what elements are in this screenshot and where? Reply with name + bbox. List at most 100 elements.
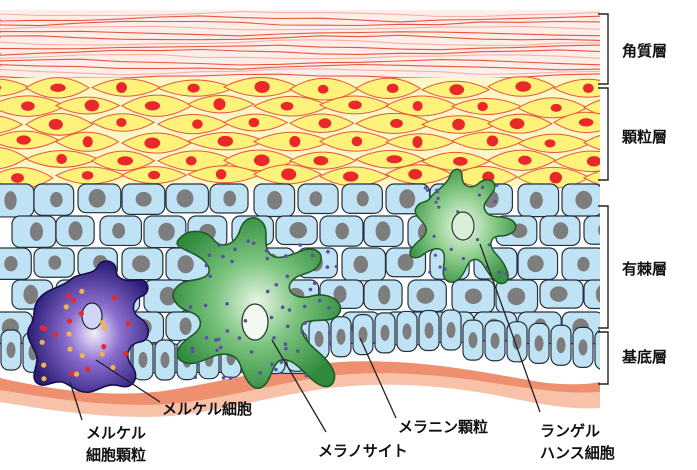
granular-nucleus <box>313 156 328 165</box>
spinous-nucleus <box>89 189 106 208</box>
label-merkel-granules-1: メルケル <box>86 424 146 442</box>
spinous-nucleus <box>309 191 322 206</box>
merkel-granule <box>126 321 131 326</box>
spinous-cell <box>606 184 645 216</box>
basal-nucleus <box>469 332 478 348</box>
spinous-nucleus <box>465 289 482 305</box>
granular-nucleus <box>551 104 562 112</box>
melanin-granule <box>196 362 200 366</box>
spinous-nucleus <box>376 221 391 241</box>
granular-nucleus <box>453 157 468 166</box>
melanin-granule <box>230 260 234 264</box>
spinous-nucleus <box>4 191 16 210</box>
merkel-granule <box>41 363 46 368</box>
stratum-granulosum <box>0 77 659 189</box>
melanin-granule <box>215 349 219 353</box>
spinous-nucleus <box>290 222 308 238</box>
granular-nucleus <box>21 101 35 111</box>
spinous-nucleus <box>575 191 592 209</box>
langerhans-granule <box>434 254 437 257</box>
melanin-granule <box>328 331 332 335</box>
granular-nucleus <box>318 85 329 94</box>
melanin-granule <box>250 350 254 354</box>
granular-nucleus <box>56 154 67 164</box>
langerhans-granule <box>434 201 437 204</box>
merkel-granule <box>123 351 128 356</box>
merkel-granule <box>69 371 74 376</box>
basal-nucleus <box>139 352 148 368</box>
melanin-granule <box>225 302 229 306</box>
langerhans-granule <box>481 186 484 189</box>
granular-nucleus <box>587 156 601 166</box>
spinous-nucleus <box>577 257 589 272</box>
granular-nucleus <box>117 156 133 165</box>
label-stratum-corneum: 角質層 <box>622 42 667 60</box>
melanin-granule <box>266 257 270 261</box>
langerhans-granule <box>428 271 431 274</box>
spinous-nucleus <box>48 256 61 270</box>
granular-nucleus <box>386 155 402 163</box>
melanin-granule <box>191 346 195 350</box>
granular-nucleus <box>50 84 65 92</box>
langerhans-granule <box>478 194 481 197</box>
merkel-granule <box>66 293 71 298</box>
melanin-granule <box>327 306 331 310</box>
spinous-nucleus <box>69 221 83 240</box>
melanin-granule <box>272 336 276 340</box>
granular-nucleus <box>408 169 422 180</box>
merkel-granule <box>67 318 72 323</box>
langerhans-granule <box>505 272 508 275</box>
spinous-nucleus <box>335 223 349 240</box>
granular-nucleus <box>254 81 269 93</box>
basal-nucleus <box>403 323 412 339</box>
merkel-granule <box>40 325 45 330</box>
melanin-granule <box>309 288 313 292</box>
spinous-nucleus <box>553 222 568 239</box>
spinous-cell <box>584 280 627 309</box>
melanin-granule <box>205 264 209 268</box>
granular-nucleus <box>116 118 126 127</box>
melanin-granule <box>326 265 330 269</box>
melanin-granule <box>258 371 262 375</box>
granular-nucleus <box>611 173 622 184</box>
langerhans-granule <box>495 184 498 187</box>
melanin-granule <box>326 250 330 254</box>
melanin-granule <box>281 305 285 309</box>
spinous-nucleus <box>620 317 634 336</box>
granular-nucleus <box>289 136 300 147</box>
melanin-granule <box>286 275 290 279</box>
granular-nucleus <box>348 101 361 110</box>
granular-nucleus <box>186 156 197 165</box>
langerhans-granule <box>494 200 497 203</box>
granular-nucleus <box>216 169 227 179</box>
melanin-granule <box>274 368 278 372</box>
label-merkel-granules-2: 細胞顆粒 <box>86 446 146 464</box>
spinous-nucleus <box>23 285 38 304</box>
melanin-granule <box>208 253 212 257</box>
melanin-granule <box>233 248 237 252</box>
melanin-granule <box>318 299 322 303</box>
spinous-nucleus <box>30 222 43 241</box>
basal-nucleus <box>315 331 324 347</box>
langerhans-granule <box>437 197 440 200</box>
merkel-granule <box>41 376 46 381</box>
melanin-granule <box>217 244 221 248</box>
melanin-granule <box>214 338 218 342</box>
langerhans-granule <box>443 268 446 271</box>
granular-nucleus <box>343 171 358 181</box>
spinous-nucleus <box>596 285 609 304</box>
melanin-granule <box>275 283 279 287</box>
granular-nucleus <box>352 136 363 146</box>
granular-nucleus <box>82 171 93 180</box>
merkel-granule <box>85 367 90 372</box>
granular-nucleus <box>387 84 399 93</box>
label-melanocyte: メラノサイト <box>318 442 408 460</box>
basal-nucleus <box>161 352 170 368</box>
langerhans-granule <box>426 189 429 192</box>
granular-nucleus <box>319 118 332 128</box>
merkel-granule <box>79 311 84 316</box>
basal-nucleus <box>447 322 456 338</box>
spinous-nucleus <box>136 192 152 207</box>
spinous-nucleus <box>267 191 282 210</box>
